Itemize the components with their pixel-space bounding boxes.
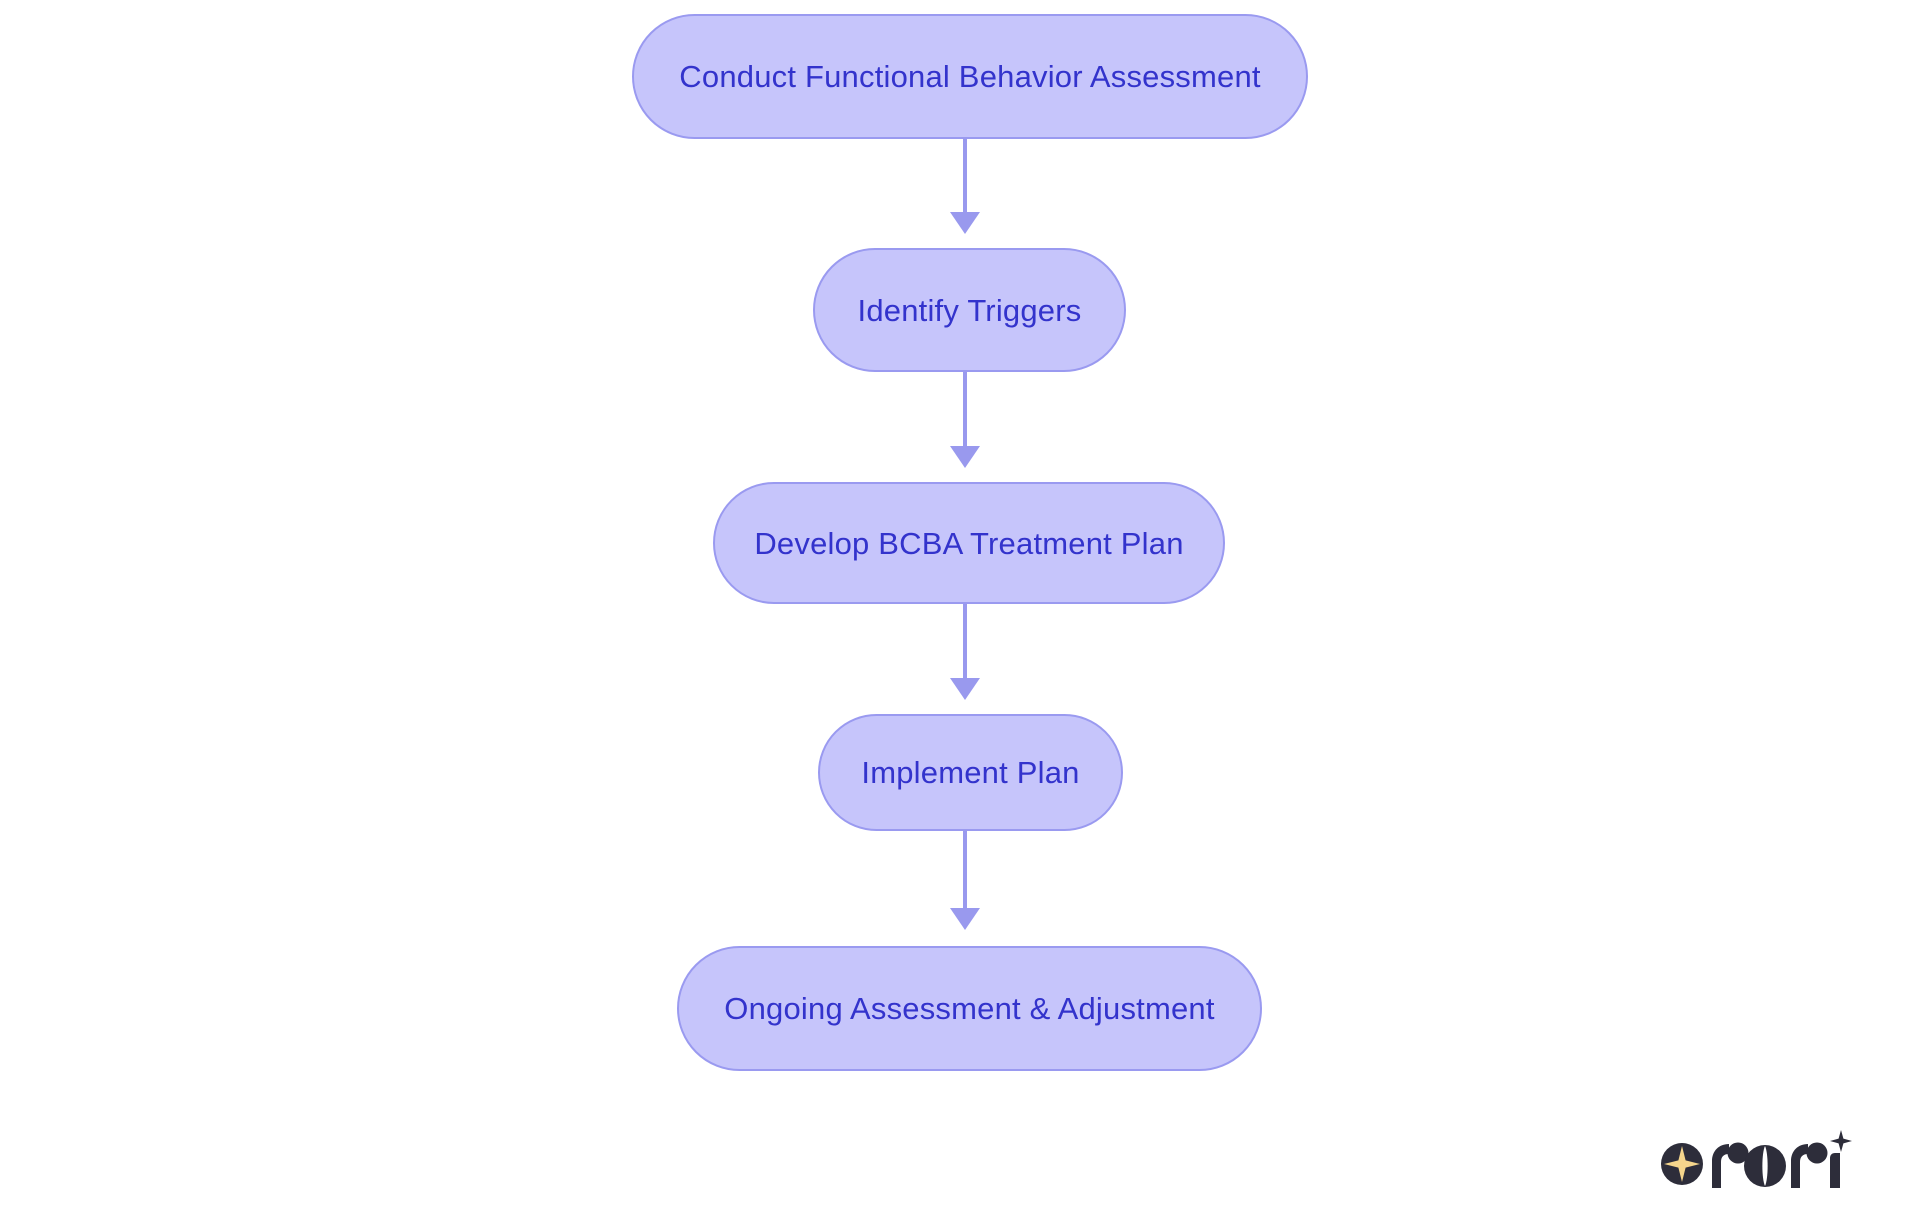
arrow-down-icon (950, 908, 980, 930)
logo-letter-r1 (1712, 1144, 1729, 1188)
logo-letter-i (1830, 1153, 1840, 1188)
arrow-down-icon (950, 678, 980, 700)
flowchart-edge-n2-n3-line (963, 372, 967, 460)
flowchart-edge-n1-n2-line (963, 139, 967, 224)
logo-letter-r2-dot (1806, 1142, 1828, 1164)
arrow-down-icon (950, 446, 980, 468)
logo-letter-r1-dot (1727, 1142, 1749, 1164)
logo-sparkle-small-icon (1830, 1130, 1852, 1152)
logo-letter-o-counter (1762, 1146, 1768, 1186)
flowchart-node-ongoing-assessment-adjustment[interactable]: Ongoing Assessment & Adjustment (677, 946, 1262, 1071)
node-label: Ongoing Assessment & Adjustment (724, 991, 1215, 1026)
node-label: Conduct Functional Behavior Assessment (679, 59, 1261, 94)
node-label: Identify Triggers (857, 292, 1082, 328)
rori-logo (1661, 1130, 1852, 1188)
flowchart-node-implement-plan[interactable]: Implement Plan (818, 714, 1123, 831)
flowchart-edge-n4-n5-line (963, 831, 967, 921)
node-label: Implement Plan (861, 755, 1080, 790)
logo-letter-r2 (1791, 1144, 1808, 1188)
sparkle-star-icon (1664, 1146, 1700, 1182)
flowchart-node-develop-bcba-treatment-plan[interactable]: Develop BCBA Treatment Plan (713, 482, 1225, 604)
flowchart-node-conduct-functional-behavior-assessment[interactable]: Conduct Functional Behavior Assessment (632, 14, 1308, 139)
node-label: Develop BCBA Treatment Plan (754, 525, 1184, 561)
flowchart-node-identify-triggers[interactable]: Identify Triggers (813, 248, 1126, 372)
flowchart-edge-n3-n4-line (963, 604, 967, 690)
arrow-down-icon (950, 212, 980, 234)
